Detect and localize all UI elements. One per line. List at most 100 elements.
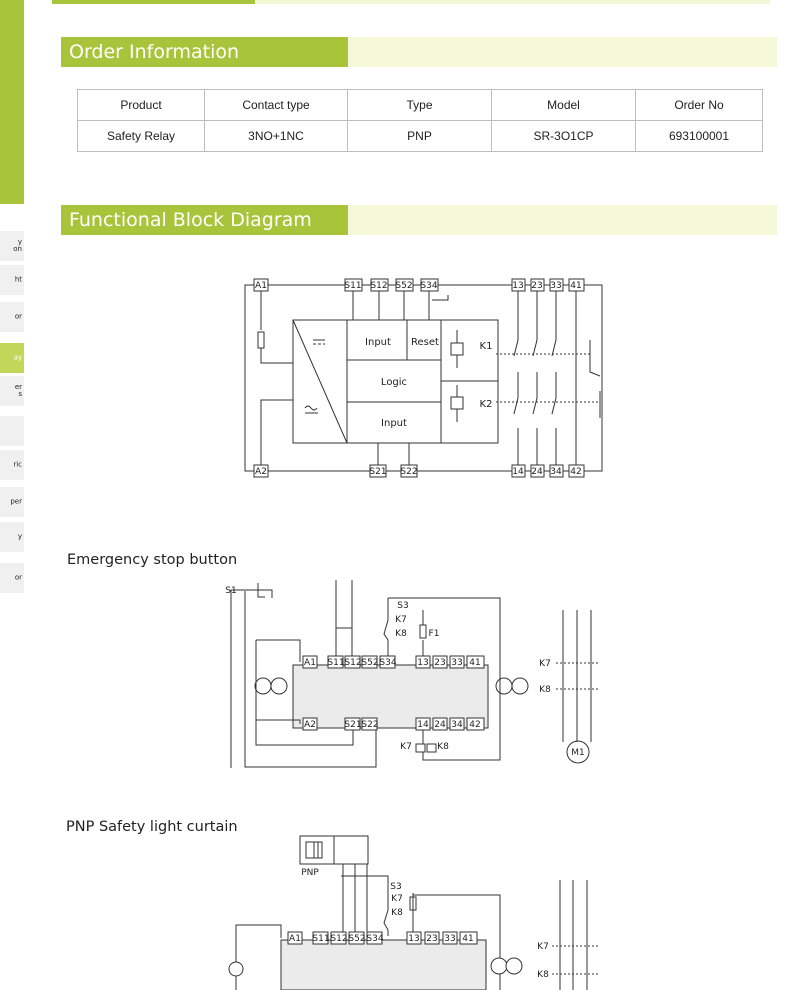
terminal-label: S34: [379, 658, 396, 668]
terminal-label: S11: [344, 281, 361, 291]
terminal-label: S34: [366, 934, 383, 944]
sidebar-item-1[interactable]: y on: [0, 231, 24, 262]
table-cell: Safety Relay: [77, 120, 205, 152]
relay-k2-label: K2: [480, 399, 493, 410]
f1-label: F1: [429, 629, 440, 639]
sidebar-item-label: y on: [13, 238, 22, 253]
sidebar-item-label: y: [17, 532, 22, 541]
terminal-label: 24: [531, 467, 543, 477]
block-input-bottom: Input: [381, 418, 407, 429]
sidebar-item-label: or: [14, 312, 22, 321]
sidebar-item-4-active[interactable]: ay: [0, 343, 24, 374]
sidebar-item-label: or: [14, 573, 22, 582]
sidebar-item-9[interactable]: y: [0, 522, 24, 553]
terminal-label: S52: [348, 934, 365, 944]
section-title: Functional Block Diagram: [61, 205, 348, 235]
terminal-label: S52: [395, 281, 412, 291]
terminal-label: S22: [361, 720, 378, 730]
terminal-label: 34: [451, 720, 463, 730]
block-input-top: Input: [365, 337, 391, 348]
k7-label: K7: [539, 659, 551, 669]
terminal-label: 33: [550, 281, 561, 291]
terminal-label: 23: [426, 934, 437, 944]
sidebar-item-label: per: [10, 497, 22, 506]
sidebar-item-8[interactable]: per: [0, 487, 24, 518]
terminal-label: 14: [417, 720, 429, 730]
order-table: Product Contact type Type Model Order No…: [77, 89, 763, 152]
sidebar-item-7[interactable]: ric: [0, 450, 24, 481]
terminal-label: A1: [289, 934, 301, 944]
terminal-label: S11: [312, 934, 329, 944]
terminal-label: 41: [469, 658, 480, 668]
table-cell: PNP: [347, 120, 492, 152]
terminal-label: 33: [451, 658, 462, 668]
terminal-label: A1: [255, 281, 267, 291]
sidebar-item-label: ht: [14, 275, 22, 284]
column-header: Product: [77, 89, 205, 121]
terminal-label: A1: [304, 658, 316, 668]
relay-k1-label: K1: [480, 341, 493, 352]
terminal-label: S21: [369, 467, 386, 477]
pnp-label: PNP: [301, 868, 319, 878]
terminal-label: 24: [434, 720, 446, 730]
column-header: Model: [491, 89, 636, 121]
sidebar-brand-bar: [0, 0, 24, 204]
diagram-section-header: Functional Block Diagram: [61, 205, 777, 235]
sidebar: y on ht or ay er s ric per y or: [0, 0, 24, 600]
k7-label: K7: [537, 942, 549, 952]
section-title: Order Information: [61, 37, 348, 67]
table-cell: SR-3O1CP: [491, 120, 636, 152]
k7-label: K7: [395, 615, 407, 625]
emergency-stop-diagram: [230, 580, 600, 768]
terminal-label: 42: [469, 720, 480, 730]
terminal-label: 41: [462, 934, 473, 944]
table-cell: 3NO+1NC: [204, 120, 348, 152]
terminal-label: S11: [327, 658, 344, 668]
terminal-label: 13: [512, 281, 523, 291]
sidebar-item-3[interactable]: or: [0, 302, 24, 333]
sidebar-item-5[interactable]: er s: [0, 376, 24, 407]
emergency-caption: Emergency stop button: [67, 552, 238, 568]
s3-label: S3: [390, 882, 401, 892]
terminal-label: S12: [370, 281, 387, 291]
k8-label: K8: [437, 742, 449, 752]
sidebar-item-2[interactable]: ht: [0, 265, 24, 296]
sidebar-item-10[interactable]: or: [0, 563, 24, 594]
functional-block-diagram: [244, 278, 603, 478]
table-cell: 693100001: [635, 120, 763, 152]
k7-label: K7: [391, 894, 403, 904]
terminal-label: 33: [444, 934, 455, 944]
terminal-label: A2: [304, 720, 316, 730]
pnp-light-curtain-diagram: [228, 835, 598, 990]
terminal-label: S34: [420, 281, 437, 291]
s1-label: S1: [225, 586, 236, 596]
k8-label: K8: [391, 908, 403, 918]
terminal-label: 23: [434, 658, 445, 668]
terminal-label: 41: [570, 281, 581, 291]
order-section-header: Order Information: [61, 37, 777, 67]
terminal-label: S52: [361, 658, 378, 668]
column-header: Order No: [635, 89, 763, 121]
terminal-label: A2: [255, 467, 267, 477]
terminal-label: 23: [531, 281, 542, 291]
terminal-label: 42: [570, 467, 581, 477]
terminal-label: S21: [344, 720, 361, 730]
s3-label: S3: [397, 601, 408, 611]
terminal-label: 14: [512, 467, 524, 477]
sidebar-item-6[interactable]: [0, 416, 24, 447]
k7-label: K7: [400, 742, 412, 752]
k8-label: K8: [537, 970, 549, 980]
table-header-row: Product Contact type Type Model Order No: [77, 89, 763, 121]
block-logic: Logic: [381, 377, 407, 388]
top-accent-bar: [52, 0, 770, 4]
sidebar-item-label: ric: [13, 460, 22, 469]
motor-m1-label: M1: [571, 748, 585, 758]
terminal-label: 13: [408, 934, 419, 944]
block-reset: Reset: [411, 337, 439, 348]
k8-label: K8: [395, 629, 407, 639]
terminal-label: S22: [400, 467, 417, 477]
pnp-caption: PNP Safety light curtain: [66, 819, 238, 835]
terminal-label: S12: [344, 658, 361, 668]
table-row: Safety Relay 3NO+1NC PNP SR-3O1CP 693100…: [77, 120, 763, 152]
